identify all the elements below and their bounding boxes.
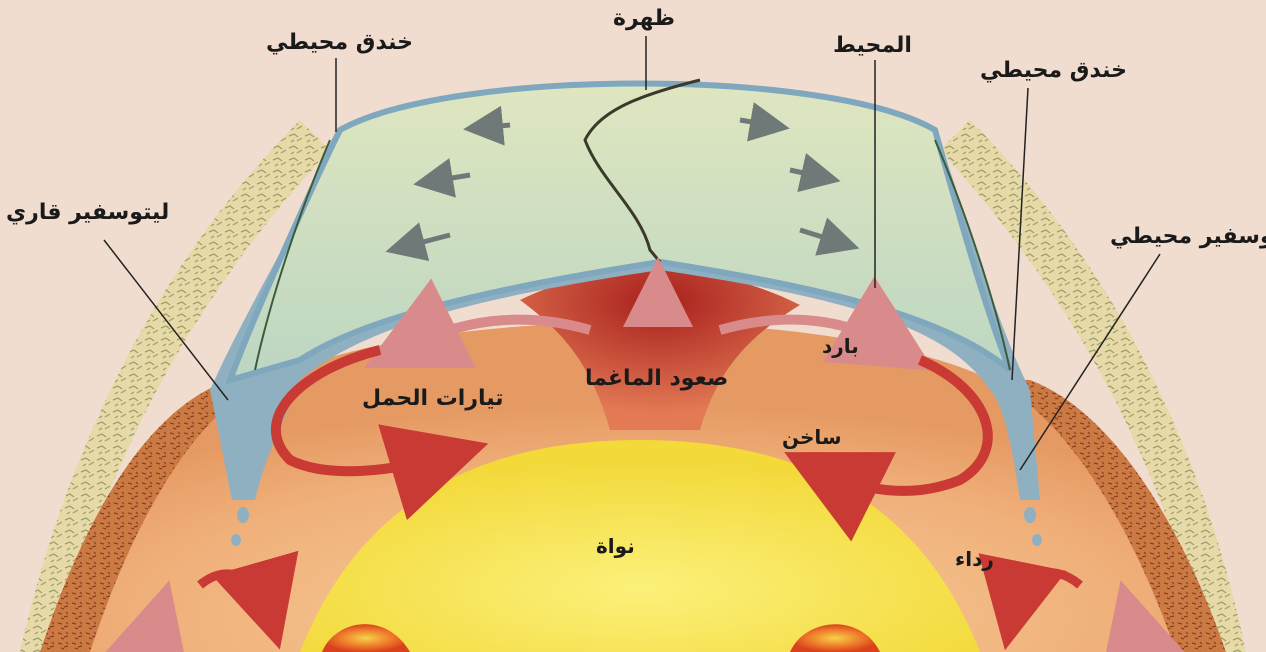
trench-right-label: خندق محيطي <box>980 58 1127 83</box>
hot-label: ساخن <box>782 425 842 449</box>
oceanic-lithosphere-label: ليتوسفير محيطي <box>1110 224 1266 249</box>
continental-lithosphere-label: ليتوسفير قاري <box>6 200 169 225</box>
convection-currents-label: تيارات الحمل <box>362 386 504 411</box>
core-label: نواة <box>596 534 635 558</box>
ridge-label: ظهرة <box>613 6 675 31</box>
mantle-label: رداء <box>955 547 994 571</box>
cold-label: بارد <box>822 334 859 358</box>
trench-left-label: خندق محيطي <box>266 30 413 55</box>
magma-rise-label: صعود الماغما <box>585 366 728 391</box>
ocean-label: المحيط <box>833 33 912 58</box>
